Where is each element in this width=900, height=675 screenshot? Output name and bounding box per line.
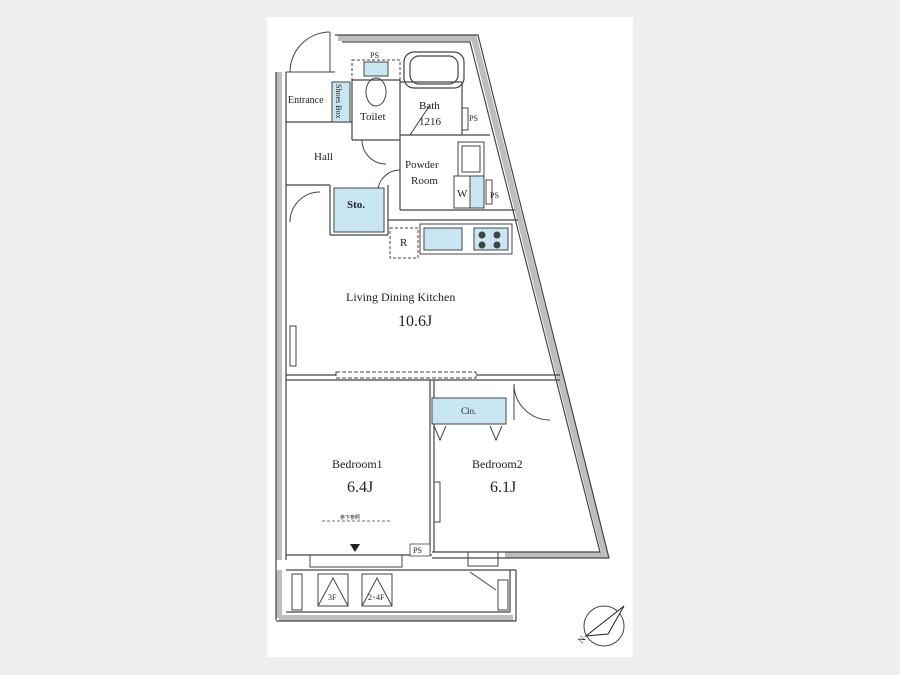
compass-icon	[583, 605, 625, 647]
label-hall: Hall	[314, 151, 333, 163]
inner-wall-lines	[275, 34, 610, 622]
label-storage: Sto.	[347, 199, 365, 211]
label-bedroom1-size: 6.4J	[347, 479, 373, 496]
label-ps-bath: PS	[469, 114, 478, 123]
label-ps-top: PS	[370, 51, 379, 60]
label-refrigerator: R	[400, 237, 408, 249]
evac-hatch-24f	[361, 573, 393, 607]
label-washer: W	[457, 188, 468, 200]
label-ps-balcony: PS	[413, 546, 422, 555]
label-entrance: Entrance	[288, 95, 324, 106]
vanity	[457, 141, 485, 177]
shoes-box	[331, 81, 351, 123]
bath-door	[409, 104, 431, 136]
sliding-door	[335, 371, 477, 379]
label-toilet: Toilet	[360, 111, 386, 123]
toilet-fixture	[363, 61, 389, 107]
label-bath: Bath	[419, 100, 440, 112]
bathtub	[403, 51, 465, 89]
label-shoes-box: Shoes Box	[334, 84, 343, 118]
evac-hatch-3f	[317, 573, 349, 607]
label-closet: Clo.	[461, 406, 476, 416]
balcony	[291, 551, 509, 611]
label-ldk-size: 10.6J	[398, 313, 432, 330]
closet-box	[431, 397, 507, 425]
label-powder-1: Powder	[405, 159, 439, 171]
kitchen-counter	[419, 223, 513, 255]
label-bedroom2-size: 6.1J	[490, 479, 516, 496]
label-bedroom1: Bedroom1	[332, 457, 383, 471]
bedroom2-window	[433, 481, 441, 523]
outer-walls	[276, 35, 609, 621]
compass-north-label: N	[576, 633, 588, 645]
entrance-door	[286, 31, 335, 73]
label-bedroom2: Bedroom2	[472, 457, 523, 471]
refrigerator-space	[389, 227, 419, 259]
ldk-window	[289, 325, 297, 367]
bedroom2-door	[513, 383, 551, 421]
ps-shaft-bath	[461, 107, 469, 131]
label-bath-size: 1216	[419, 116, 442, 128]
storage-box	[333, 187, 385, 233]
hall-door	[289, 191, 321, 223]
ps-shaft-top	[351, 59, 401, 81]
room-labels: PS Entrance Shoes Box Toilet Bath 1216 P…	[288, 51, 588, 645]
ps-shaft-balcony	[409, 543, 431, 557]
label-tiny-note: 参下参照	[340, 514, 360, 521]
label-3f: 3F	[328, 593, 337, 602]
label-powder-2: Room	[411, 175, 438, 187]
entrance-arrow-icon	[350, 544, 360, 552]
label-24f: 2･4F	[368, 593, 385, 602]
ps-shaft-powder	[485, 179, 493, 205]
label-ps-powder: PS	[490, 191, 499, 200]
toilet-door	[361, 139, 387, 165]
label-ldk: Living Dining Kitchen	[346, 290, 455, 304]
closet-doors	[433, 425, 503, 442]
powder-room-door	[377, 169, 401, 191]
floor-plan-sheet	[267, 17, 633, 657]
